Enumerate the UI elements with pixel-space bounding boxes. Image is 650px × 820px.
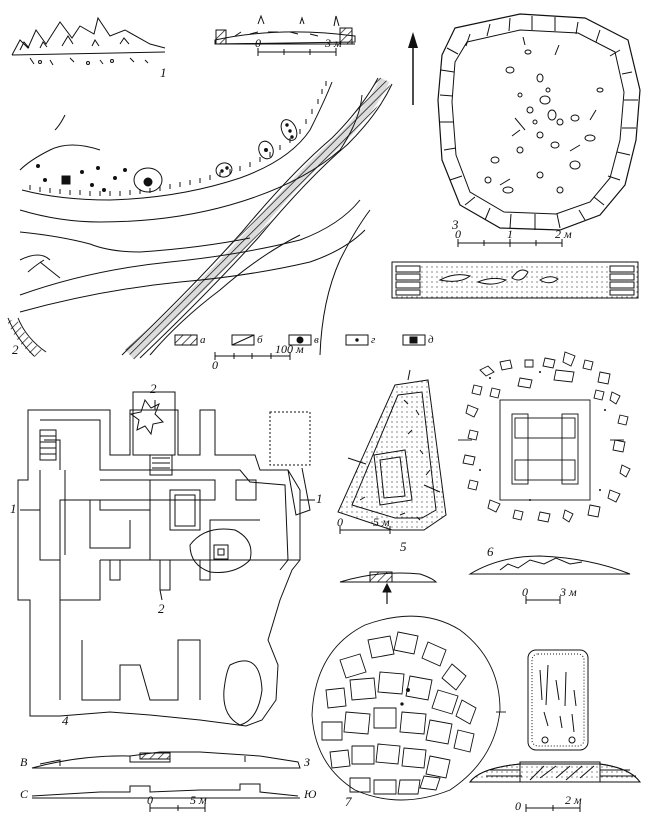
plan4-label-1-left: 1 [10, 501, 17, 516]
legend-key-a: а [200, 334, 206, 346]
figure-label-6: 6 [487, 544, 494, 559]
fig3-section [391, 261, 639, 299]
fig7-scale-unit: 2 м [565, 793, 582, 807]
fig5-scale-bar [339, 526, 391, 534]
plan4-label-2-bottom: 2 [158, 601, 165, 616]
section-b-start: В [20, 755, 28, 769]
fig2-scale-bar [214, 352, 291, 360]
figure-label-7: 7 [345, 794, 352, 809]
plan4-label-1-right: 1 [316, 491, 323, 506]
fig1-profile-right [214, 14, 356, 45]
fig3-scale-mid: 1 [507, 227, 513, 241]
fig3-scale-zero: 0 [455, 227, 461, 241]
fig1-scale-bar [257, 48, 337, 56]
fig6-scale-zero: 0 [522, 585, 528, 599]
fig2-legend [174, 334, 426, 346]
section-c-end: Ю [304, 787, 317, 801]
fig1-scale-unit: 3 м [325, 36, 342, 50]
fig4-scale-bar [149, 804, 206, 812]
fig6-section [468, 555, 631, 575]
figure-label-3: 3 [452, 217, 459, 232]
fig7-cist-plan [527, 649, 589, 751]
fig6-scale-bar [525, 596, 561, 604]
fig5-scale-unit: 5 м [373, 515, 390, 529]
figure-label-4: 4 [62, 713, 69, 728]
fig7-section [469, 761, 641, 783]
fig4-scale-unit: 5 м [190, 793, 207, 807]
fig6-scale-unit: 3 м [560, 585, 577, 599]
fig1-profile-left [11, 16, 166, 66]
legend-key-v: в [314, 334, 319, 346]
fig7-scale-zero: 0 [515, 799, 521, 813]
legend-key-b: б [257, 334, 263, 346]
section-b-end: З [304, 755, 310, 769]
fig7-mound-plan [311, 615, 506, 801]
fig3-scale-unit: 2 м [555, 227, 572, 241]
fig1-scale-zero: 0 [255, 36, 261, 50]
fig3-enclosure-plan [437, 13, 641, 231]
fig3-scale-bar [457, 239, 563, 247]
fig6-mound-plan [458, 351, 631, 523]
legend-key-g: г [371, 334, 376, 346]
fig5-cist-plan [337, 369, 447, 531]
legend-key-d: д [428, 334, 434, 346]
fig4-complex-plan [17, 391, 315, 727]
fig2-scale-zero: 0 [212, 358, 218, 372]
fig7-scale-bar [525, 804, 581, 812]
figure-label-2: 2 [12, 342, 19, 357]
section-c-start: С [20, 787, 29, 801]
fig4-sections [31, 751, 301, 799]
fig4-scale-zero: 0 [147, 793, 153, 807]
fig2-scale-unit: 100 м [275, 342, 304, 356]
fig5-section [339, 571, 438, 604]
north-arrow-icon [408, 32, 418, 105]
figure-label-5: 5 [400, 539, 407, 554]
plan4-label-2-top: 2 [150, 381, 157, 396]
fig5-scale-zero: 0 [337, 515, 343, 529]
fig2-site-map [7, 76, 393, 361]
figure-label-1: 1 [160, 65, 167, 80]
